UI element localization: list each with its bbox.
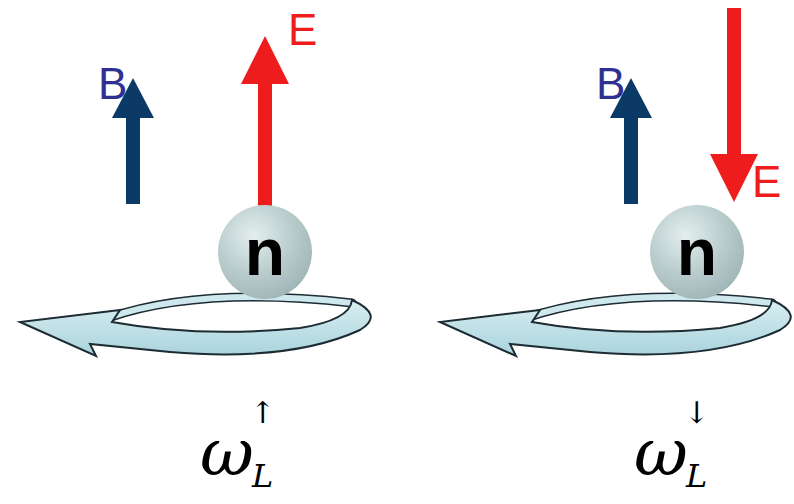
rotation-back [526,297,772,318]
field-label: B [98,62,127,106]
field-label: B [596,62,625,106]
rotation-back [108,297,352,318]
field-label: E [752,160,781,204]
e-arrow [727,8,741,158]
e-arrow-head [241,36,289,84]
subscript: L [686,460,707,492]
b-arrow [624,112,638,204]
symbol: ω [634,420,688,486]
particle-label: n [245,219,285,285]
rotation-arrow [20,300,371,356]
left-panel [20,36,371,356]
b-arrow [126,112,140,204]
field-label: E [288,8,317,52]
superscript: ↑ [250,398,275,428]
right-panel [440,8,791,356]
rotation-back [526,297,772,318]
e-arrow-head [710,154,758,202]
rotation-back [108,297,352,318]
neutron-circle: n [650,205,744,299]
subscript: L [252,460,273,492]
e-arrow [258,80,272,206]
superscript: ↓ [684,398,709,428]
symbol: ω [200,420,254,486]
rotation-arrow [440,300,791,356]
particle-label: n [677,219,717,285]
neutron-circle: n [218,205,312,299]
